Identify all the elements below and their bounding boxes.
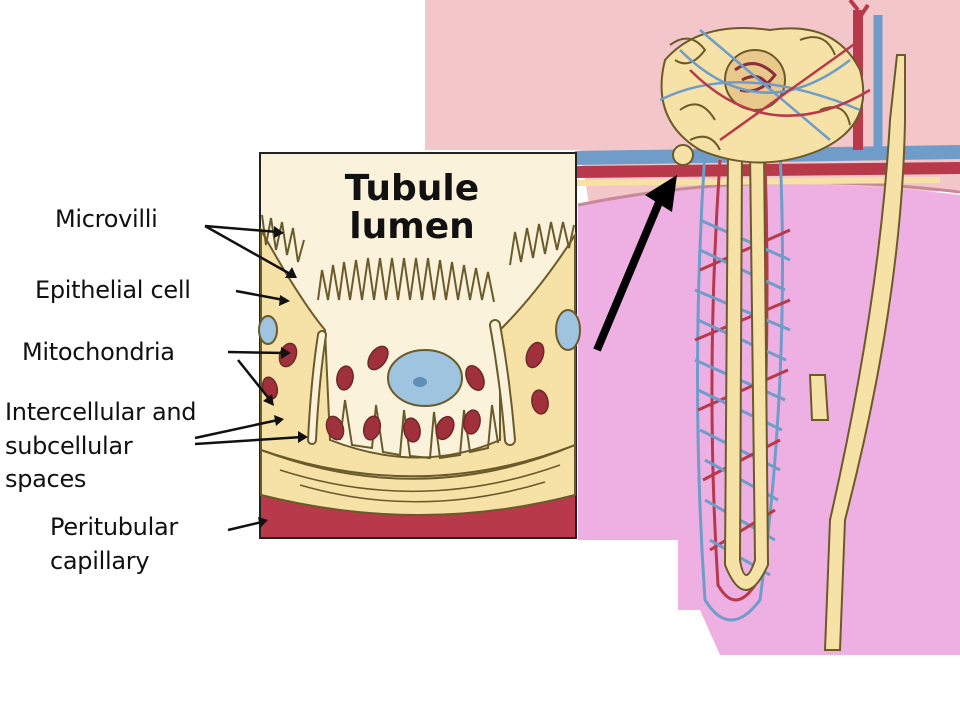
label-mitochondria: Mitochondria bbox=[22, 338, 175, 366]
nucleus bbox=[387, 349, 463, 407]
label-peritubular-line1: Peritubular bbox=[50, 513, 178, 541]
inset-title: Tubule lumen bbox=[312, 170, 512, 246]
kidney-medulla-region bbox=[578, 184, 960, 656]
microvilli-fringe bbox=[317, 257, 495, 303]
pointer-arrow bbox=[593, 175, 677, 352]
tubule-inset bbox=[258, 152, 581, 539]
label-microvilli: Microvilli bbox=[55, 205, 158, 233]
label-peritubular-line2: capillary bbox=[50, 547, 150, 575]
glomerulus-cluster bbox=[659, 27, 871, 166]
leader-arrowheads bbox=[258, 226, 308, 528]
inset-title-line1: Tubule bbox=[344, 168, 480, 209]
mitochondria-group bbox=[261, 341, 549, 443]
label-intercellular-line3: spaces bbox=[5, 465, 87, 493]
collecting-duct bbox=[823, 54, 906, 651]
label-intercellular-line2: subcellular bbox=[5, 432, 133, 460]
leader-lines bbox=[194, 224, 303, 532]
label-intercellular-line1: Intercellular and bbox=[5, 398, 197, 426]
label-epithelial-cell: Epithelial cell bbox=[35, 276, 191, 304]
inset-title-line2: lumen bbox=[349, 206, 475, 247]
duct-branch bbox=[808, 374, 830, 421]
